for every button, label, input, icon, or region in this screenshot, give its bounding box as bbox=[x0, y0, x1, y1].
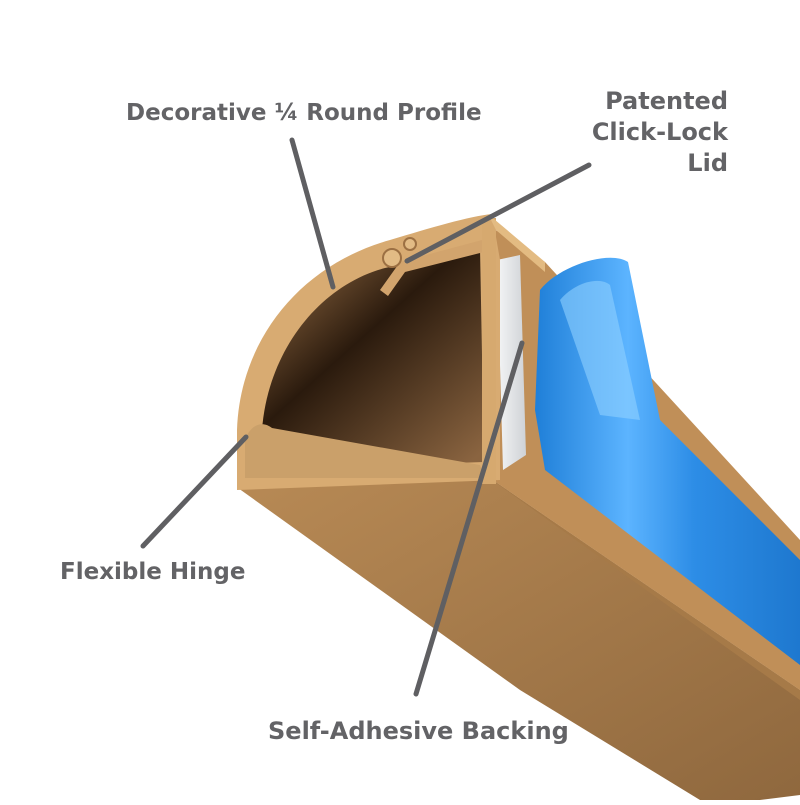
cover-bottom-face bbox=[238, 470, 800, 800]
lid-lip bbox=[380, 240, 484, 296]
adhesive-strip bbox=[497, 255, 526, 470]
click-lock-tab bbox=[403, 237, 417, 251]
leader-line-profile bbox=[289, 137, 336, 290]
label-click-lock-lid: Patented Click-Lock Lid bbox=[592, 86, 728, 179]
cover-bottom-shadow bbox=[478, 470, 800, 700]
leader-line-hinge bbox=[140, 434, 249, 549]
leader-line-backing bbox=[413, 340, 525, 697]
profile-interior bbox=[260, 248, 484, 470]
label-self-adhesive-backing: Self-Adhesive Backing bbox=[268, 717, 569, 745]
label-click-lock-lid-line1: Patented bbox=[605, 87, 728, 115]
label-flexible-hinge: Flexible Hinge bbox=[60, 559, 246, 585]
profile-top-rim bbox=[488, 214, 545, 272]
label-click-lock-lid-line2: Click-Lock bbox=[591, 118, 728, 146]
label-click-lock-lid-line3: Lid bbox=[687, 149, 728, 177]
profile-floor bbox=[245, 424, 484, 478]
leader-line-lid bbox=[404, 162, 592, 264]
label-decorative-profile: Decorative ¼ Round Profile bbox=[126, 100, 482, 126]
release-liner-highlight bbox=[560, 280, 640, 420]
profile-back-wall bbox=[482, 218, 496, 484]
click-lock-knuckle bbox=[382, 248, 402, 268]
